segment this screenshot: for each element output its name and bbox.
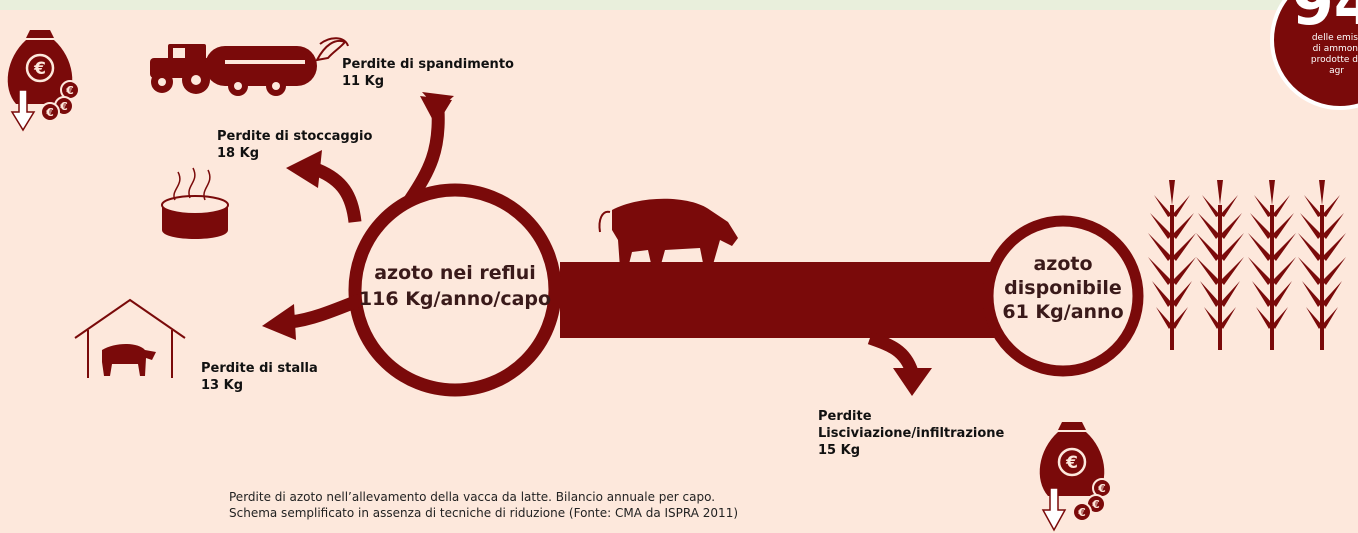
arrow-stalla: [289, 293, 363, 329]
main-flow-band: [560, 262, 1000, 338]
loss-spandimento: Perdite di spandimento 11 Kg: [342, 56, 514, 90]
corn-plant-icon: [1148, 180, 1346, 350]
center-ring-text: azoto nei reflui 116 Kg/anno/capo: [355, 260, 555, 312]
loss-lisciviazione-value: 15 Kg: [818, 443, 860, 458]
badge-line-4: agr: [1329, 66, 1344, 76]
badge-line-3: prodotte d: [1310, 55, 1358, 65]
caption-line-2: Schema semplificato in assenza di tecnic…: [229, 506, 739, 520]
barn-cow-icon: [102, 344, 156, 376]
caption-line-1: Perdite di azoto nell’allevamento della …: [229, 490, 716, 504]
center-ring: [348, 183, 562, 397]
arrow-stoccaggio-head: [286, 150, 322, 188]
loss-spandimento-title: Perdite di spandimento: [342, 57, 514, 72]
loss-stalla-value: 13 Kg: [201, 378, 243, 393]
top-band: [0, 0, 1358, 10]
money-bag-icon-bottom: €: [1039, 422, 1112, 522]
loss-spandimento-value: 11 Kg: [342, 74, 384, 89]
loss-lisciviazione-title-2: Lisciviazione/infiltrazione: [818, 426, 1005, 441]
right-ring: [982, 215, 1144, 377]
money-bag-icon-top: €: [7, 30, 80, 122]
right-label-2: disponibile: [1004, 277, 1122, 299]
stat-badge: [1270, 0, 1358, 110]
svg-text:€: €: [33, 59, 46, 79]
arrow-stalla-head: [262, 304, 296, 340]
center-value: 116 Kg/anno/capo: [358, 288, 552, 310]
arrow-stoccaggio: [315, 164, 362, 223]
storage-tank-icon: [161, 167, 229, 239]
badge-line-2: di ammon: [1312, 44, 1358, 54]
badge-text: delle emis di ammon prodotte d agr: [1290, 33, 1358, 77]
loss-lisciviazione: Perdite Lisciviazione/infiltrazione 15 K…: [818, 408, 1004, 459]
svg-text:€: €: [1065, 453, 1078, 473]
loss-stoccaggio-title: Perdite di stoccaggio: [217, 129, 373, 144]
arrow-lisciviazione-head: [893, 368, 932, 396]
badge-line-1: delle emis: [1311, 33, 1358, 43]
loss-lisciviazione-title-1: Perdite: [818, 409, 872, 424]
loss-stalla: Perdite di stalla 13 Kg: [201, 360, 318, 394]
right-ring-text: azoto disponibile 61 Kg/anno: [988, 252, 1138, 324]
down-arrow-icon-bottom: [1041, 487, 1067, 532]
loss-stalla-title: Perdite di stalla: [201, 361, 318, 376]
loss-stoccaggio-value: 18 Kg: [217, 146, 259, 161]
barn-icon: [74, 298, 186, 378]
badge-number: 94: [1292, 0, 1358, 39]
right-value: 61 Kg/anno: [1002, 301, 1124, 323]
tractor-icon: [150, 37, 349, 96]
cow-icon: [598, 198, 738, 268]
center-label: azoto nei reflui: [374, 262, 536, 284]
arrow-spandimento-head: [420, 92, 454, 126]
arrow-lisciviazione: [867, 331, 919, 375]
right-label-1: azoto: [1033, 253, 1093, 275]
down-arrow-icon-top: [10, 89, 36, 132]
caption: Perdite di azoto nell’allevamento della …: [229, 489, 738, 521]
loss-stoccaggio: Perdite di stoccaggio 18 Kg: [217, 128, 372, 162]
